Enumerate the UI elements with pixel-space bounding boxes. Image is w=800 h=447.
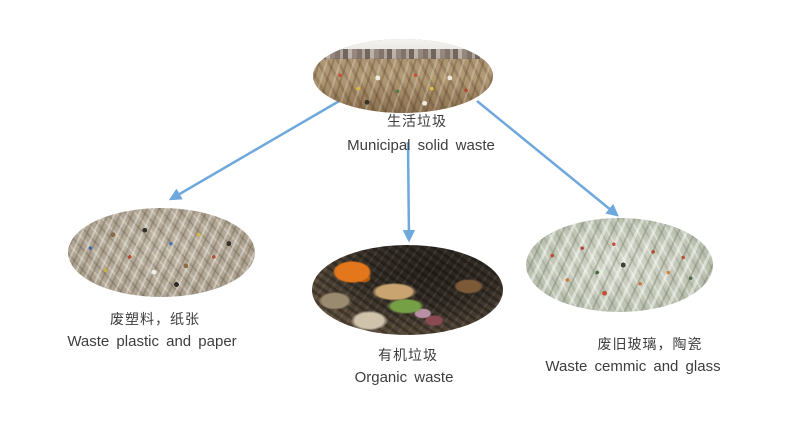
label-waste-glass-ceramic-zh: 废旧玻璃，陶瓷 (597, 336, 703, 352)
label-organic-waste-zh: 有机垃圾 (378, 347, 438, 363)
photo-waste-plastic-and-paper (68, 208, 255, 297)
garbage-texture (313, 58, 493, 113)
photo-waste-glass-and-ceramic (526, 218, 713, 312)
photo-organic-waste (312, 245, 503, 335)
photo-municipal-solid-waste (313, 39, 493, 113)
label-municipal-solid-waste-en: Municipal solid waste (347, 137, 495, 154)
label-organic-waste-en: Organic waste (354, 369, 454, 386)
label-municipal-solid-waste-zh: 生活垃圾 (387, 113, 447, 129)
arrow-root-to-plastic-paper (168, 98, 342, 201)
label-waste-glass-ceramic-en: Waste cemmic and glass (545, 358, 721, 375)
label-waste-plastic-paper-zh: 废塑料，纸张 (110, 311, 200, 327)
label-waste-plastic-paper-en: Waste plastic and paper (67, 333, 237, 350)
arrow-root-to-organic (402, 141, 416, 243)
city-skyline-band (313, 48, 493, 61)
arrow-root-to-glass-ceramic (476, 100, 619, 217)
